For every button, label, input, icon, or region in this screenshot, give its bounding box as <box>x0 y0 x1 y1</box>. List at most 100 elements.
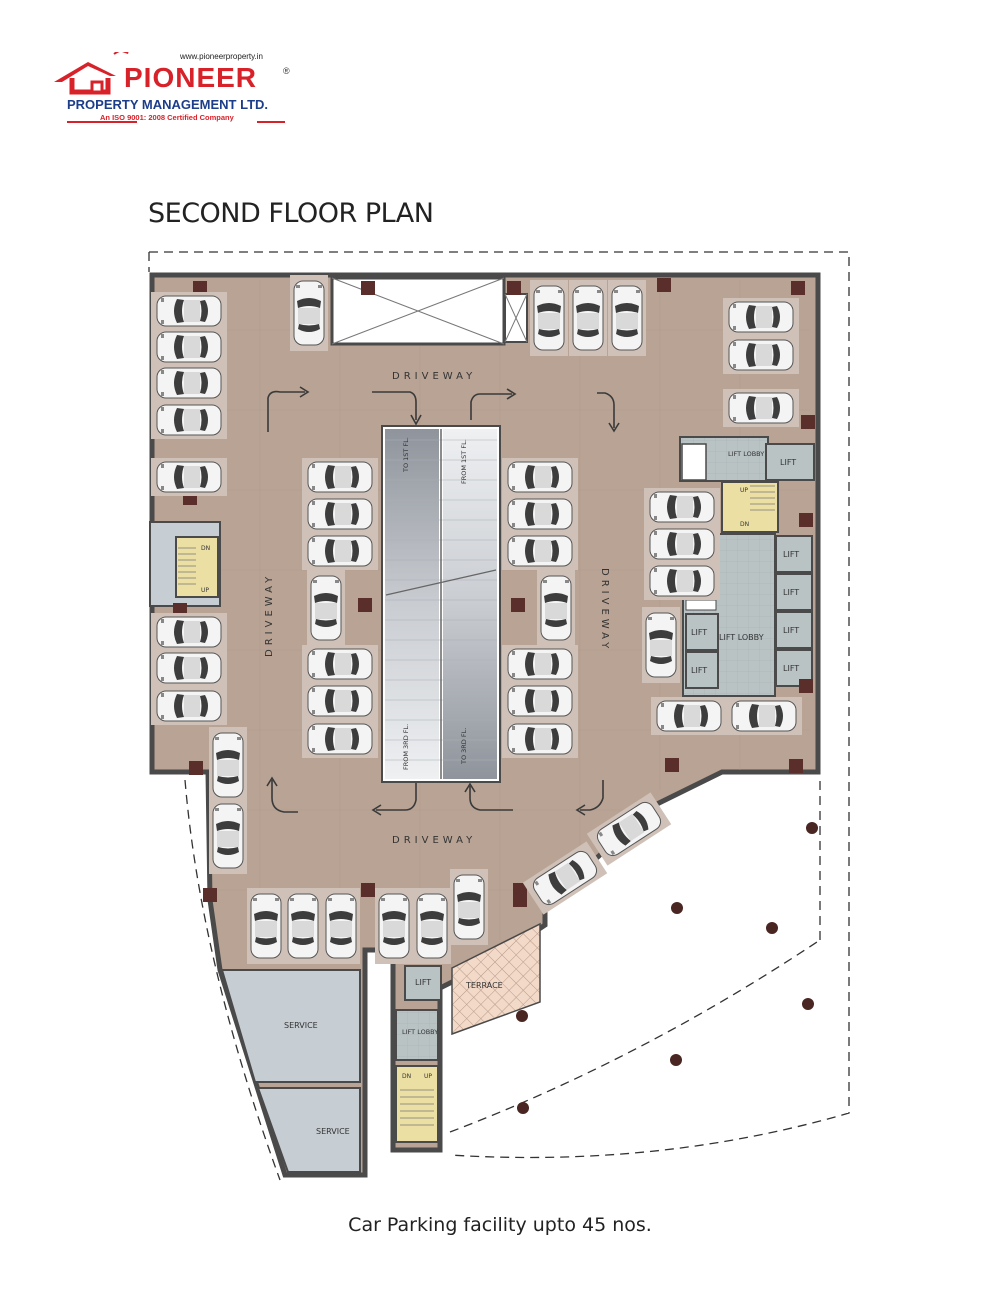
car-bay-44 <box>413 888 451 964</box>
driveway-label-left: DRIVEWAY <box>264 573 275 657</box>
car-parking-bays <box>151 275 802 964</box>
car-bay-22 <box>302 682 378 720</box>
car-bay-36 <box>651 697 727 735</box>
driveway-label-bottom: DRIVEWAY <box>392 835 476 846</box>
ramp-label-to-3rd: TO 3RD FL. <box>460 728 468 765</box>
column-14 <box>361 883 375 897</box>
car-bay-18 <box>302 458 378 496</box>
car-bay-3 <box>151 364 227 402</box>
service-lower-label: SERVICE <box>316 1127 350 1136</box>
lift-6 <box>775 649 813 687</box>
column-17 <box>789 759 803 773</box>
lift-top <box>765 443 815 481</box>
car-bay-17 <box>723 389 799 427</box>
car-bay-27 <box>502 532 578 570</box>
column-16 <box>665 758 679 772</box>
lift-2 <box>685 651 719 689</box>
service-room-lower <box>256 1087 361 1173</box>
car-bay-8 <box>151 687 227 725</box>
car-bay-13 <box>569 280 607 356</box>
column-6 <box>801 415 815 429</box>
column-10 <box>189 761 203 775</box>
car-bay-35 <box>642 607 680 683</box>
car-bay-33 <box>644 525 720 563</box>
column-7 <box>799 513 813 527</box>
ramp-label-from-3rd: FROM 3RD FL. <box>402 724 410 770</box>
service-room-upper <box>220 969 361 1083</box>
car-bay-41 <box>284 888 322 964</box>
stair-left-up-label: UP <box>201 587 209 594</box>
lift-3 <box>775 535 813 573</box>
brand-name: PIONEER <box>124 62 258 93</box>
lift-bottom <box>404 965 442 1001</box>
column-5 <box>791 281 805 295</box>
lift-1 <box>685 613 719 651</box>
company-line: PROPERTY MANAGEMENT LTD. <box>67 97 269 112</box>
lift-lobby-bottom-label: LIFT LOBBY <box>402 1028 438 1036</box>
lift-5-label: LIFT <box>783 626 799 635</box>
car-bay-34 <box>644 562 720 600</box>
car-bay-32 <box>644 488 720 526</box>
column-1 <box>193 281 207 295</box>
lift-4-label: LIFT <box>783 588 799 597</box>
stair-left-dn-label: DN <box>201 545 210 552</box>
column-4 <box>657 278 671 292</box>
page-title: SECOND FLOOR PLAN <box>148 198 434 229</box>
car-bay-6 <box>151 613 227 651</box>
stair-right <box>721 481 779 533</box>
lift-lobby-big-label: LIFT LOBBY <box>719 633 764 642</box>
column-12 <box>358 598 372 612</box>
lift-5 <box>775 611 813 649</box>
terrace-area <box>451 922 541 1036</box>
car-bay-11 <box>290 275 328 351</box>
registered-mark: ® <box>283 66 290 76</box>
car-bay-15 <box>723 298 799 336</box>
terrace-label: TERRACE <box>465 981 503 990</box>
car-bay-29 <box>502 682 578 720</box>
external-columns <box>516 822 818 1114</box>
car-bay-45 <box>450 869 488 945</box>
stair-bottom-up-label: UP <box>424 1073 432 1080</box>
car-bay-28 <box>502 645 578 683</box>
ramp-label-to-1st: TO 1ST FL. <box>402 437 410 473</box>
stair-right-dn-label: DN <box>740 521 749 528</box>
site-boundary <box>149 251 850 1159</box>
website-url: www.pioneerproperty.in <box>180 52 264 61</box>
lift-2-label: LIFT <box>691 666 707 675</box>
lift-top-label: LIFT <box>780 458 796 467</box>
ramp-label-from-1st: FROM 1ST FL. <box>460 439 468 484</box>
car-bay-39 <box>522 841 608 915</box>
car-bay-20 <box>302 532 378 570</box>
car-bay-42 <box>322 888 360 964</box>
car-bay-10 <box>209 798 247 874</box>
stair-left <box>175 536 219 598</box>
column-19 <box>799 679 813 693</box>
column-3 <box>507 281 521 295</box>
car-bay-21 <box>302 645 378 683</box>
traffic-arrows <box>266 386 620 816</box>
column-2 <box>361 281 375 295</box>
car-bay-38 <box>586 792 672 866</box>
stair-bottom-dn-label: DN <box>402 1073 411 1080</box>
car-bay-16 <box>723 336 799 374</box>
car-bay-12 <box>530 280 568 356</box>
car-bay-7 <box>151 649 227 687</box>
car-bay-24 <box>307 570 345 646</box>
house-roof-logo-icon <box>54 52 285 123</box>
lift-4 <box>775 573 813 611</box>
car-bay-25 <box>502 458 578 496</box>
parking-caption: Car Parking facility upto 45 nos. <box>348 1214 652 1236</box>
column-13 <box>511 598 525 612</box>
stair-right-up-label: UP <box>740 487 748 494</box>
car-bay-43 <box>375 888 413 964</box>
car-bay-19 <box>302 495 378 533</box>
car-bay-26 <box>502 495 578 533</box>
lift-6-label: LIFT <box>783 664 799 673</box>
car-bay-4 <box>151 401 227 439</box>
lift-3-label: LIFT <box>783 550 799 559</box>
car-bay-2 <box>151 328 227 366</box>
car-bay-31 <box>537 570 575 646</box>
driveway-label-top: DRIVEWAY <box>392 371 476 382</box>
car-bay-40 <box>247 888 285 964</box>
